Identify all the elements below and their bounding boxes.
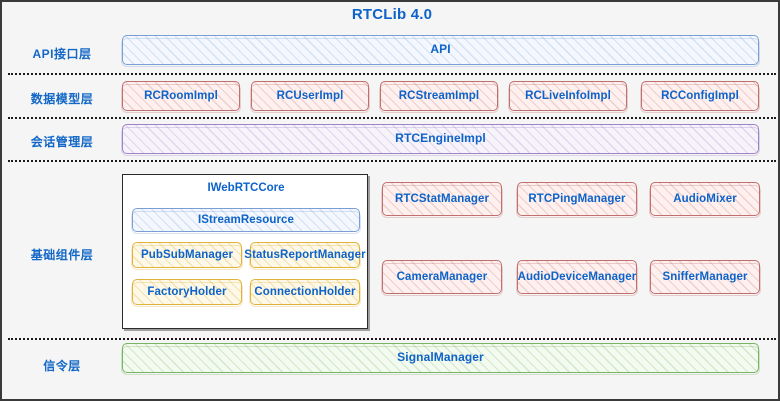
divider-foundation-signal: [8, 338, 776, 340]
node-statusreportmanager[interactable]: StatusReportManager: [244, 242, 366, 270]
layer-label-signal: 信令层: [43, 359, 81, 373]
layer-label-foundation: 基础组件层: [30, 248, 94, 262]
diagram-title: RTCLib 4.0: [351, 6, 433, 23]
node-api[interactable]: API: [120, 35, 760, 67]
node-rtcstatmanager[interactable]: RTCStatManager: [380, 182, 503, 218]
divider-api-model: [8, 73, 776, 75]
node-rcroomimpl[interactable]: RCRoomImpl: [120, 81, 241, 113]
node-rtcpingmanager[interactable]: RTCPingManager: [515, 182, 638, 218]
node-istreamresource[interactable]: IStreamResource: [130, 208, 361, 234]
layer-label-session: 会话管理层: [30, 135, 94, 149]
node-sniffermanager[interactable]: SnifferManager: [648, 260, 761, 296]
group-iwebrtccore: IWebRTCCore IStreamResource PubSubManage…: [122, 174, 368, 329]
node-audiodevicemanager[interactable]: AudioDeviceManager: [515, 260, 638, 296]
node-pubsubmanager[interactable]: PubSubManager: [130, 242, 243, 270]
node-signalmanager[interactable]: SignalManager: [120, 343, 760, 375]
divider-session-foundation: [8, 160, 776, 162]
layer-label-api: API接口层: [32, 47, 92, 61]
node-factoryholder[interactable]: FactoryHolder: [130, 279, 243, 307]
node-rcstreamimpl[interactable]: RCStreamImpl: [378, 81, 499, 113]
node-rcuserimpl[interactable]: RCUserImpl: [249, 81, 370, 113]
node-connectionholder[interactable]: ConnectionHolder: [248, 279, 361, 307]
layer-label-model: 数据模型层: [30, 92, 94, 106]
node-rcconfigimpl[interactable]: RCConfigImpl: [639, 81, 760, 113]
node-rcliveinfoimpl[interactable]: RCLiveInfoImpl: [507, 81, 628, 113]
node-rtcengineimpl[interactable]: RTCEngineImpl: [120, 124, 760, 156]
node-cameramanager[interactable]: CameraManager: [380, 260, 503, 296]
group-iwebrtccore-title: IWebRTCCore: [207, 182, 285, 194]
divider-model-session: [8, 117, 776, 119]
node-audiomixer[interactable]: AudioMixer: [648, 182, 761, 218]
